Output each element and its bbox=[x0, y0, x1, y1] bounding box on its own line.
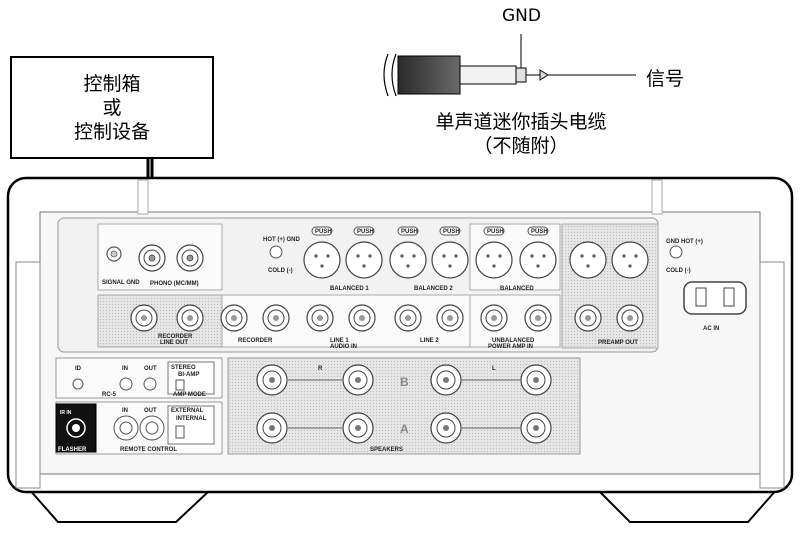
line-out-label: LINE OUT bbox=[160, 340, 188, 346]
flasher-label: FLASHER bbox=[58, 447, 87, 453]
cable-caption: 单声道迷你插头电缆 （不随附） bbox=[416, 110, 626, 158]
speaker-r-label: R bbox=[318, 366, 323, 372]
remote-out-label: OUT bbox=[144, 408, 157, 414]
rc5-label: RC-5 bbox=[102, 392, 117, 398]
speaker-l-label: L bbox=[492, 366, 496, 372]
signal-label: 信号 bbox=[646, 68, 685, 90]
signal-gnd-label: SIGNAL GND bbox=[102, 280, 140, 286]
push-label-2: PUSH bbox=[357, 229, 374, 235]
speaker-a-label: A bbox=[400, 422, 409, 436]
control-box-line3: 控制设备 bbox=[73, 120, 150, 143]
mono-mini-plug-illustration bbox=[383, 34, 636, 97]
rc5-out-label: OUT bbox=[144, 366, 157, 372]
push-label-6: PUSH bbox=[531, 229, 548, 235]
gnd-hot-label: GND HOT (+) bbox=[666, 239, 703, 245]
control-box-line1: 控制箱 bbox=[83, 72, 141, 95]
control-box-line2: 或 bbox=[102, 96, 122, 119]
device-rear-panel bbox=[6, 176, 794, 523]
cold-label: COLD (-) bbox=[268, 268, 293, 274]
balanced1-label: BALANCED 1 bbox=[330, 286, 369, 292]
preamp-out-label: PREAMP OUT bbox=[598, 340, 638, 346]
unbalanced-label: UNBALANCED bbox=[492, 338, 535, 344]
control-box: 控制箱 或 控制设备 bbox=[10, 56, 214, 159]
speakers-label: SPEAKERS bbox=[370, 447, 403, 453]
cable-caption-line1: 单声道迷你插头电缆 bbox=[435, 111, 607, 133]
push-label-5: PUSH bbox=[487, 229, 504, 235]
hot-gnd-label: HOT (+) GND bbox=[263, 237, 300, 243]
push-label-1: PUSH bbox=[315, 229, 332, 235]
panel-labels: SIGNAL GND PHONO (MC/MM) HOT (+) GND COL… bbox=[58, 229, 719, 453]
id-label: ID bbox=[75, 366, 82, 372]
speaker-b-label: B bbox=[400, 375, 409, 389]
push-label-3: PUSH bbox=[401, 229, 418, 235]
phono-label: PHONO (MC/MM) bbox=[150, 281, 199, 287]
internal-label: INTERNAL bbox=[176, 416, 207, 422]
remote-in-label: IN bbox=[122, 408, 128, 414]
cable-caption-line2: （不随附） bbox=[473, 135, 569, 157]
line2-label: LINE 2 bbox=[420, 338, 439, 344]
gnd-label: GND bbox=[502, 6, 541, 26]
cold-r-label: COLD (-) bbox=[666, 268, 691, 274]
amp-mode-label: AMP MODE bbox=[173, 392, 206, 398]
balanced-label: BALANCED bbox=[500, 286, 534, 292]
recorder-label: RECORDER bbox=[158, 334, 193, 340]
ir-in-label: IR IN bbox=[60, 410, 72, 416]
remote-control-label: REMOTE CONTROL bbox=[120, 447, 177, 453]
power-amp-in-label: POWER AMP IN bbox=[488, 344, 533, 350]
ac-in-label: AC IN bbox=[703, 326, 719, 332]
recorder-label-2: RECORDER bbox=[238, 338, 273, 344]
line1-label: LINE 1 bbox=[330, 338, 349, 344]
audio-in-label: AUDIO IN bbox=[330, 344, 357, 350]
external-label: EXTERNAL bbox=[171, 408, 204, 414]
stereo-label: STEREO bbox=[171, 365, 196, 371]
balanced2-label: BALANCED 2 bbox=[414, 286, 453, 292]
bi-amp-label: BI-AMP bbox=[178, 372, 199, 378]
rc5-in-label: IN bbox=[122, 366, 128, 372]
push-label-4: PUSH bbox=[443, 229, 460, 235]
